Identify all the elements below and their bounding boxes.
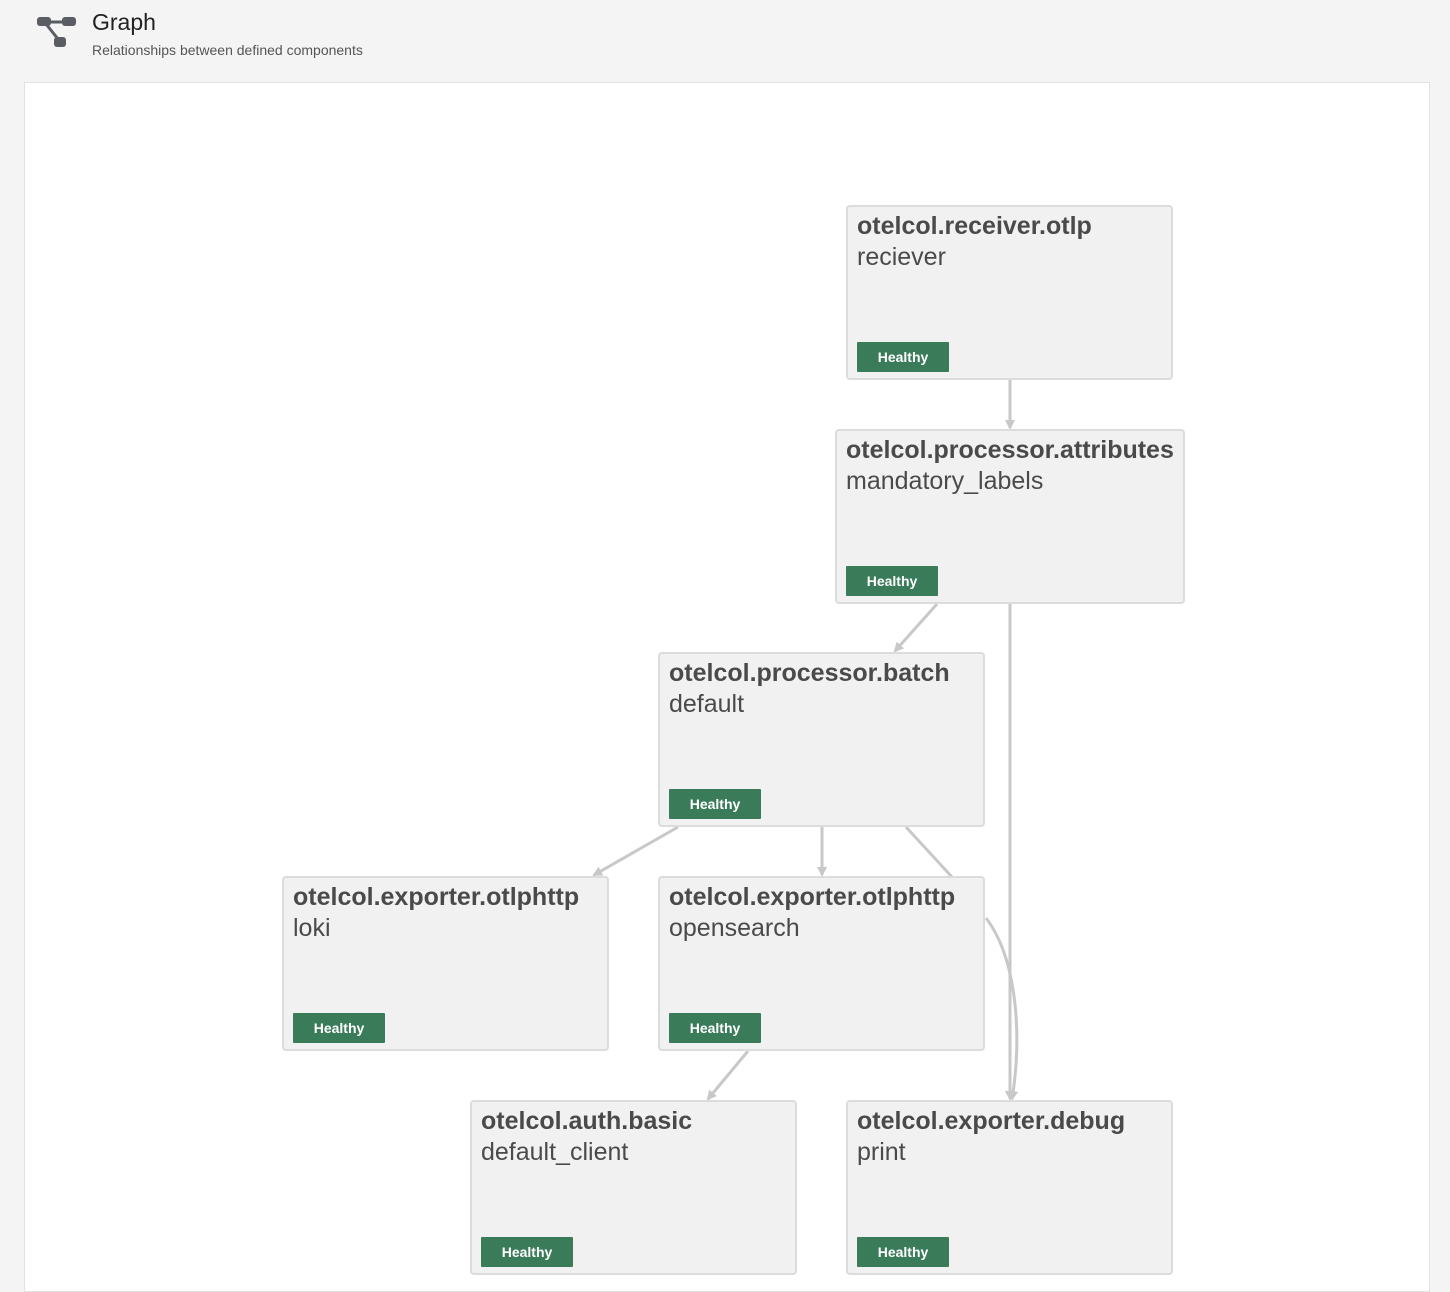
status-badge: Healthy xyxy=(846,566,938,596)
node-type: otelcol.auth.basic xyxy=(481,1107,693,1135)
node-label: default xyxy=(669,690,745,718)
status-badge: Healthy xyxy=(293,1013,385,1043)
node-type: otelcol.exporter.otlphttp xyxy=(293,883,580,911)
node-batch[interactable]: otelcol.processor.batch default Healthy xyxy=(658,652,985,827)
node-debug[interactable]: otelcol.exporter.debug print Healthy xyxy=(846,1100,1173,1275)
graph-icon xyxy=(37,17,76,47)
status-badge: Healthy xyxy=(481,1237,573,1267)
node-label: print xyxy=(857,1138,906,1166)
status-badge: Healthy xyxy=(857,342,949,372)
status-badge: Healthy xyxy=(857,1237,949,1267)
node-type: otelcol.receiver.otlp xyxy=(857,212,1092,240)
page-title: Graph xyxy=(92,9,156,35)
node-type: otelcol.exporter.debug xyxy=(857,1107,1126,1135)
status-badge: Healthy xyxy=(669,789,761,819)
node-loki[interactable]: otelcol.exporter.otlphttp loki Healthy xyxy=(282,876,609,1051)
node-attributes[interactable]: otelcol.processor.attributes mandatory_l… xyxy=(835,429,1185,604)
node-label: reciever xyxy=(857,243,946,271)
node-label: opensearch xyxy=(669,914,800,942)
page-header: Graph Relationships between defined comp… xyxy=(0,0,1450,82)
node-type: otelcol.processor.attributes xyxy=(846,436,1174,464)
node-label: mandatory_labels xyxy=(846,467,1044,495)
status-badge: Healthy xyxy=(669,1013,761,1043)
node-receiver[interactable]: otelcol.receiver.otlp reciever Healthy xyxy=(846,205,1173,380)
node-type: otelcol.processor.batch xyxy=(669,659,950,687)
node-auth[interactable]: otelcol.auth.basic default_client Health… xyxy=(470,1100,797,1275)
node-label: default_client xyxy=(481,1138,629,1166)
node-type: otelcol.exporter.otlphttp xyxy=(669,883,956,911)
page-subtitle: Relationships between defined components xyxy=(92,42,363,58)
node-opensearch[interactable]: otelcol.exporter.otlphttp opensearch Hea… xyxy=(658,876,985,1051)
node-label: loki xyxy=(293,914,331,942)
